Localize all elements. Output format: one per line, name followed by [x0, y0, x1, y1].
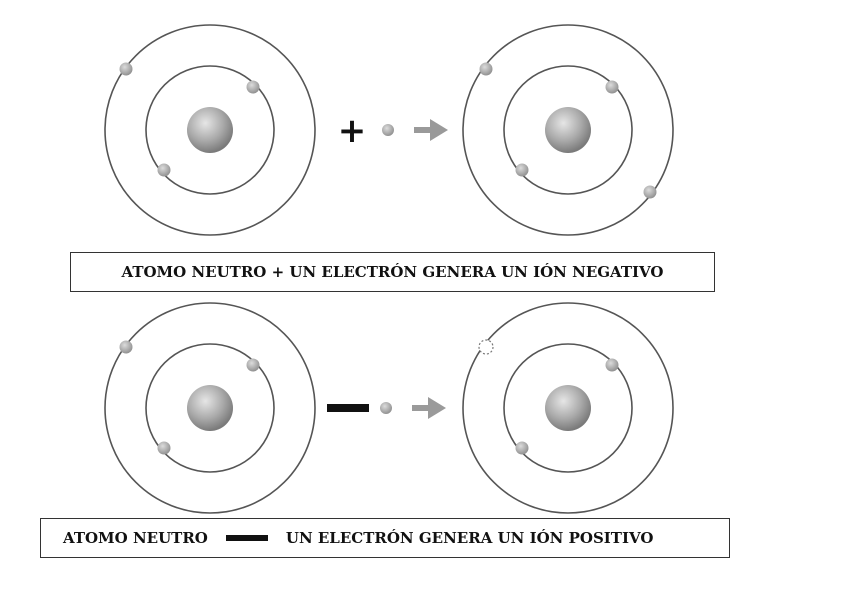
outer-orbit	[462, 24, 674, 236]
arrow-right-icon	[414, 119, 448, 141]
outer-orbit	[104, 302, 316, 514]
caption-positive-ion: ATOMO NEUTRO UN ELECTRÓN GENERA UN IÓN P…	[40, 518, 730, 558]
electron-icon	[515, 163, 529, 177]
electron-icon	[246, 80, 260, 94]
arrow-right-icon	[412, 397, 446, 419]
caption-negative-ion: ATOMO NEUTRO + UN ELECTRÓN GENERA UN IÓN…	[70, 252, 715, 292]
neutral-atom-bottom	[104, 302, 316, 514]
outer-orbit	[462, 302, 674, 514]
electron-icon	[382, 124, 394, 136]
inner-orbit	[145, 343, 275, 473]
electron-icon	[605, 80, 619, 94]
electron-icon	[643, 185, 657, 199]
caption-positive-right-text: UN ELECTRÓN GENERA UN IÓN POSITIVO	[285, 529, 654, 547]
positive-ion-atom	[462, 302, 674, 514]
nucleus-icon	[187, 385, 233, 431]
negative-ion-atom	[462, 24, 674, 236]
electron-icon	[119, 62, 133, 76]
outer-orbit	[104, 24, 316, 236]
electron-icon	[246, 358, 260, 372]
caption-negative-text: ATOMO NEUTRO + UN ELECTRÓN GENERA UN IÓN…	[121, 263, 664, 281]
electron-vacancy-icon	[478, 339, 494, 355]
electron-icon	[479, 62, 493, 76]
caption-positive-left-text: ATOMO NEUTRO	[63, 529, 208, 547]
nucleus-icon	[187, 107, 233, 153]
inner-orbit	[145, 65, 275, 195]
minus-sign-icon	[327, 404, 369, 412]
electron-icon	[119, 340, 133, 354]
inner-orbit	[503, 65, 633, 195]
electron-icon	[157, 163, 171, 177]
inner-orbit	[503, 343, 633, 473]
nucleus-icon	[545, 385, 591, 431]
electron-icon	[605, 358, 619, 372]
neutral-atom-top	[104, 24, 316, 236]
electron-icon	[157, 441, 171, 455]
electron-icon	[380, 402, 392, 414]
nucleus-icon	[545, 107, 591, 153]
plus-sign: +	[338, 111, 367, 151]
minus-sign-icon	[225, 535, 268, 541]
electron-icon	[515, 441, 529, 455]
